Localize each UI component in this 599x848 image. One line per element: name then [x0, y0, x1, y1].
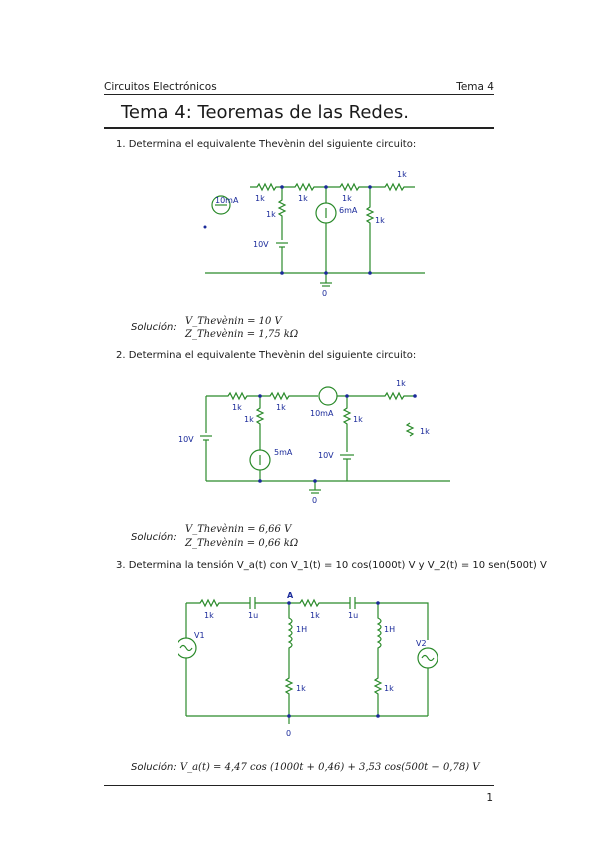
- c1-r5-label: 1k: [375, 216, 385, 225]
- c2-r1-label: 1k: [232, 403, 242, 412]
- page-number: 1: [486, 792, 493, 804]
- problem-2-number: 2.: [116, 350, 126, 361]
- c3-r4-label: 1k: [384, 684, 394, 693]
- c2-i2-label: 10mA: [310, 409, 334, 418]
- header-right: Tema 4: [456, 81, 494, 93]
- c3-l1-label: 1H: [296, 625, 307, 634]
- c2-i1-label: 5mA: [274, 448, 293, 457]
- footer-rule: [104, 785, 494, 786]
- c1-r1-label: 1k: [255, 194, 265, 203]
- circuit-3-diagram: A 1k 1u 1k 1u 1H 1H 1k 1k V1 V2 0: [178, 591, 438, 738]
- solution-2-vth: V_Thevènin = 6,66 V: [185, 524, 292, 535]
- circuit-2-diagram: 10V 1k 1k 1k 1k 1k 1k 5mA 10mA 10V 0: [178, 379, 450, 505]
- solution-1-vth: V_Thevènin = 10 V: [185, 316, 282, 327]
- c3-c1-label: 1u: [248, 611, 258, 620]
- problem-3-number: 3.: [116, 560, 126, 571]
- c1-isrc-label: 6mA: [339, 206, 358, 215]
- c2-v1-label: 10V: [178, 435, 194, 444]
- c2-v2-label: 10V: [318, 451, 334, 460]
- c3-gnd-label: 0: [286, 729, 291, 738]
- solution-2-zth: Z_Thevènin = 0,66 kΩ: [185, 538, 299, 549]
- solution-3: Solución: V_a(t) = 4,47 cos (1000t + 0,4…: [131, 762, 480, 773]
- c2-r2-label: 1k: [244, 415, 254, 424]
- c3-r1-label: 1k: [204, 611, 214, 620]
- c2-r5-label: 1k: [396, 379, 406, 388]
- solution-1-zth: Z_Thevènin = 1,75 kΩ: [185, 329, 299, 340]
- c1-r2-label: 1k: [266, 210, 276, 219]
- title-rule: [104, 127, 494, 129]
- c1-r4-label: 1k: [342, 194, 352, 203]
- c1-src-label: 10mA: [215, 196, 239, 205]
- c2-r6-label: 1k: [420, 427, 430, 436]
- page-title: Tema 4: Teoremas de las Redes.: [121, 102, 410, 123]
- header-rule: [104, 94, 494, 95]
- c3-c2-label: 1u: [348, 611, 358, 620]
- c3-node-a-label: A: [287, 591, 294, 600]
- solution-1-label: Solución:: [131, 322, 177, 333]
- c3-r3-label: 1k: [296, 684, 306, 693]
- c2-r4-label: 1k: [353, 415, 363, 424]
- problem-3: 3. Determina la tensión V_a(t) con V_1(t…: [116, 560, 547, 571]
- solution-3-va: V_a(t) = 4,47 cos (1000t + 0,46) + 3,53 …: [179, 762, 480, 773]
- c3-v2-label: V2: [416, 639, 427, 648]
- c1-gnd-label: 0: [322, 289, 327, 298]
- problem-2-text: Determina el equivalente Thevènin del si…: [128, 350, 417, 361]
- solution-2-label: Solución:: [131, 532, 177, 543]
- c1-vsrc-label: 10V: [253, 240, 269, 249]
- c3-r2-label: 1k: [310, 611, 320, 620]
- c1-r3-label: 1k: [298, 194, 308, 203]
- c2-gnd-label: 0: [312, 496, 317, 505]
- problem-1-number: 1.: [116, 139, 126, 150]
- circuit-1-diagram: 10mA 1k 1k 1k 1k 1k 1k 6mA 10V 0: [203, 170, 425, 298]
- solution-3-label: Solución:: [131, 762, 177, 773]
- c1-r6-label: 1k: [397, 170, 407, 179]
- c3-l2-label: 1H: [384, 625, 395, 634]
- problem-3-text: Determina la tensión V_a(t) con V_1(t) =…: [128, 560, 547, 571]
- c2-r3-label: 1k: [276, 403, 286, 412]
- problem-1: 1. Determina el equivalente Thevènin del…: [116, 139, 416, 150]
- c3-v1-label: V1: [194, 631, 205, 640]
- header-left: Circuitos Electrónicos: [104, 81, 217, 93]
- problem-1-text: Determina el equivalente Thevènin del si…: [128, 139, 417, 150]
- problem-2: 2. Determina el equivalente Thevènin del…: [116, 350, 416, 361]
